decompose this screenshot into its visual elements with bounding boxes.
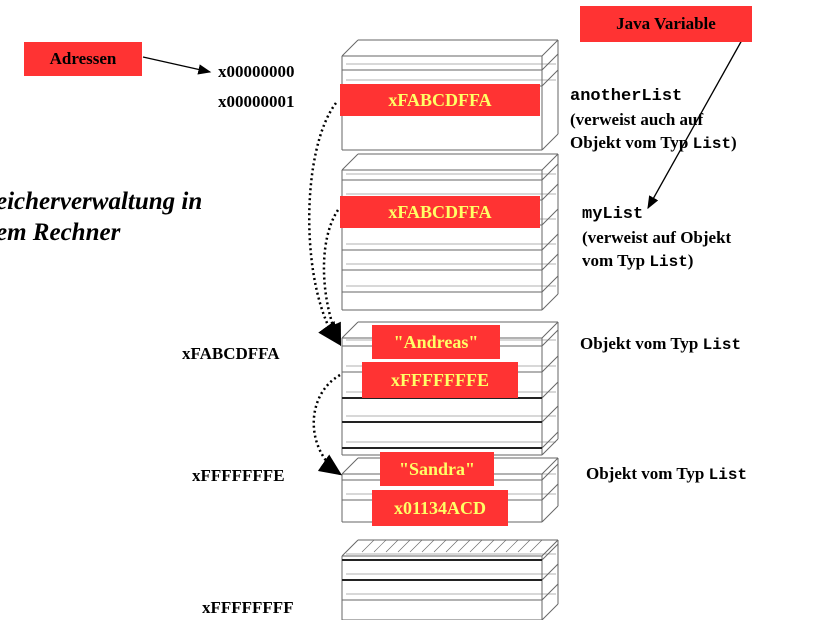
stack-hatch-line [517,539,531,553]
diagram-title: eicherverwaltung in em Rechner [0,186,202,249]
stack-hatch-line [421,539,435,553]
stack-hatch-line [361,539,375,553]
stack-hatch-line [493,539,507,553]
title-line-1: eicherverwaltung in [0,188,203,215]
address-label-x00000000: x00000000 [218,62,295,81]
reference-arrow-another-to-object1 [308,102,340,346]
mylist-desc-line3: vom Typ List) [582,250,694,271]
label-object1: Objekt vom Typ List [580,334,742,354]
anotherlist-desc-line3: Objekt vom Typ List) [570,132,737,153]
cell-anotherlist-value: xFABCDFFA [340,84,540,116]
reference-arrow-object1-to-object2 [312,373,343,476]
adressen-pointer-arrow [142,56,212,75]
label-anotherlist: anotherList (verweist auch auf Objekt vo… [570,86,737,155]
cell-object1-next: xFFFFFFFE [362,362,518,398]
stack-hatch-line [385,539,399,553]
address-label-list2: xFFFFFFFE [192,466,285,485]
label-object2: Objekt vom Typ List [586,464,748,484]
address-label-list1: xFABCDFFA [182,344,280,363]
stack-hatch-line [397,539,411,553]
var-anotherlist: anotherList [570,87,683,106]
stack-hatch-line [469,539,483,553]
stack-hatch-line [445,539,459,553]
stack-hatch-line [481,539,495,553]
cell-mylist-value: xFABCDFFA [340,196,540,228]
var-mylist: myList [582,205,644,224]
anotherlist-desc-line2: (verweist auch auf [570,109,704,129]
adressen-tag: Adressen [24,42,142,76]
address-label-last: xFFFFFFFF [202,598,294,617]
stack-hatch-line [529,539,543,553]
java-variable-pointer-line [647,39,743,210]
cell-object2-next: x01134ACD [372,490,508,526]
cell-object1-name: "Andreas" [372,325,500,359]
stack-hatch-line [373,539,387,553]
title-line-2: em Rechner [0,219,121,247]
reference-arrow-mylist-to-object1 [322,209,342,347]
label-mylist: myList (verweist auf Objekt vom Typ List… [582,204,731,273]
stack-hatch-line [457,539,471,553]
stack-hatch-line [433,539,447,553]
stack-block-2 [341,153,559,311]
address-label-x00000001: x00000001 [218,92,295,111]
stack-hatch-line [505,539,519,553]
stack-hatch-line [409,539,423,553]
cell-object2-name: "Sandra" [380,452,494,486]
mylist-desc-line2: (verweist auf Objekt [582,227,732,247]
java-variable-tag: Java Variable [580,6,752,42]
